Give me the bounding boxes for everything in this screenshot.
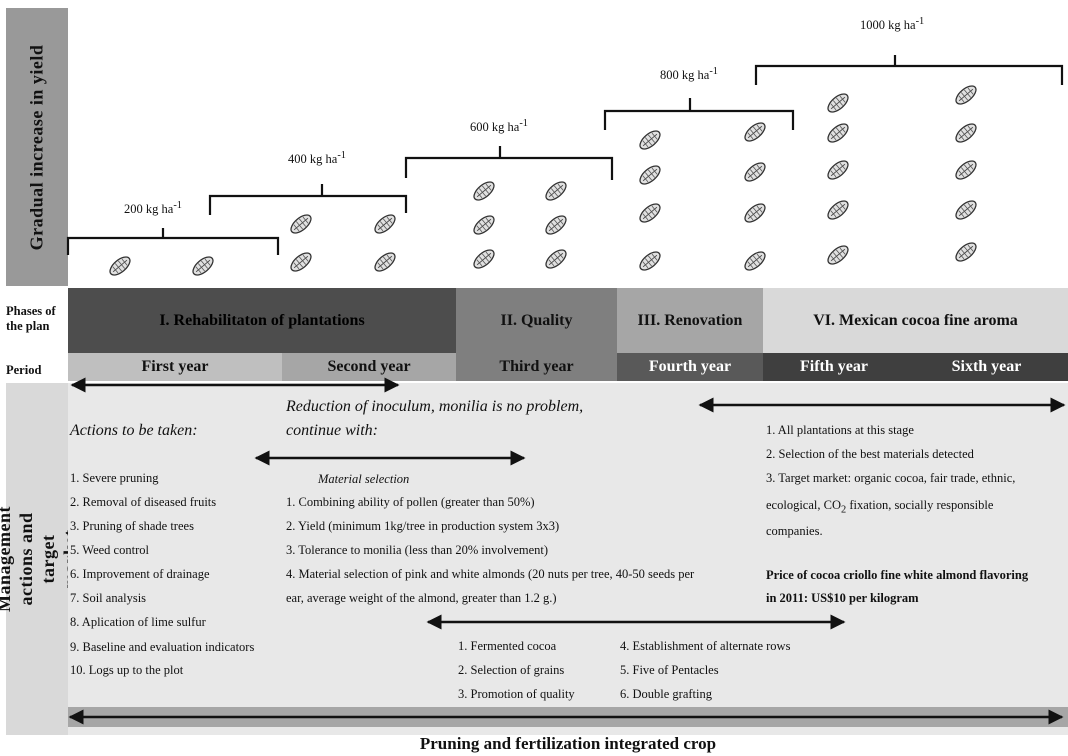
material-item: 4. Material selection of pink and white … xyxy=(286,567,695,581)
action-item: 2. Removal of diseased fruits xyxy=(70,495,217,509)
period-third-year: Third year xyxy=(456,353,617,381)
yield-label-200: 200 kg ha-1 xyxy=(124,200,182,217)
price-line-2: in 2011: US$10 per kilogram xyxy=(766,591,919,605)
quality-item: 2. Selection of grains xyxy=(458,663,565,677)
period-first-year: First year xyxy=(68,353,282,381)
material-item: 3. Tolerance to monilia (less than 20% i… xyxy=(286,543,549,557)
target-item: 2. Selection of the best materials detec… xyxy=(766,447,974,461)
phases-row-label: Phases of the plan xyxy=(6,304,56,333)
phase-renovation: III. Renovation xyxy=(617,288,763,353)
yield-brackets-diagram xyxy=(66,55,1064,279)
material-item: 2. Yield (minimum 1kg/tree in production… xyxy=(286,519,560,533)
action-item: 10. Logs up to the plot xyxy=(70,663,184,677)
action-item: 8. Aplication of lime sulfur xyxy=(70,615,206,629)
material-item: 1. Combining ability of pollen (greater … xyxy=(286,495,535,509)
action-item: 6. Improvement of drainage xyxy=(70,567,210,581)
quality-item: 3. Promotion of quality xyxy=(458,687,575,701)
phase-rehabilitation: I. Rehabilitaton of plantations xyxy=(68,288,456,353)
quality-item: 5. Five of Pentacles xyxy=(620,663,719,677)
action-item: 5. Weed control xyxy=(70,543,149,557)
bracket-800 xyxy=(603,98,795,130)
period-sixth-year: Sixth year xyxy=(905,353,1068,381)
quality-item: 1. Fermented cocoa xyxy=(458,639,557,653)
footer-caption: Pruning and fertilization integrated cro… xyxy=(419,734,717,753)
target-item: ecological, CO2 fixation, socially respo… xyxy=(766,498,994,516)
yield-label-400: 400 kg ha-1 xyxy=(288,150,346,167)
period-row-label: Period xyxy=(6,363,42,377)
yield-axis-label: Gradual increase in yield xyxy=(6,8,68,286)
material-item: ear, average weight of the almond, great… xyxy=(286,591,557,605)
period-second-year: Second year xyxy=(282,353,456,381)
period-fourth-year: Fourth year xyxy=(617,353,763,381)
period-fifth-year: Fifth year xyxy=(763,353,905,381)
actions-heading: Actions to be taken: xyxy=(70,422,198,439)
action-item: 9. Baseline and evaluation indicators xyxy=(70,640,255,654)
phase-quality: II. Quality xyxy=(456,288,617,353)
bracket-200 xyxy=(66,228,280,255)
bracket-400 xyxy=(208,184,408,215)
management-panel xyxy=(68,383,1068,735)
yield-label-600: 600 kg ha-1 xyxy=(470,118,528,135)
quality-item: 6. Double grafting xyxy=(620,687,712,701)
material-selection-heading: Material selection xyxy=(318,472,410,486)
action-item: 3. Pruning of shade trees xyxy=(70,519,194,533)
quality-item: 4. Establishment of alternate rows xyxy=(620,639,791,653)
bracket-1000 xyxy=(754,55,1064,85)
yield-label-1000: 1000 kg ha-1 xyxy=(860,16,925,33)
action-item: 1. Severe pruning xyxy=(70,471,159,485)
target-item: 1. All plantations at this stage xyxy=(766,423,914,437)
management-axis-label: Management actions and target market xyxy=(0,383,80,735)
yield-label-800: 800 kg ha-1 xyxy=(660,66,718,83)
phase-fine-aroma: VI. Mexican cocoa fine aroma xyxy=(763,288,1068,353)
inoculum-line-2: continue with: xyxy=(286,422,378,439)
price-line-1: Price of cocoa criollo fine white almond… xyxy=(766,568,1029,582)
target-item: 3. Target market: organic cocoa, fair tr… xyxy=(766,471,1016,485)
inoculum-line-1: Reduction of inoculum, monilia is no pro… xyxy=(286,398,584,415)
target-item: companies. xyxy=(766,524,823,538)
action-item: 7. Soil analysis xyxy=(70,591,147,605)
bracket-600 xyxy=(404,146,614,180)
